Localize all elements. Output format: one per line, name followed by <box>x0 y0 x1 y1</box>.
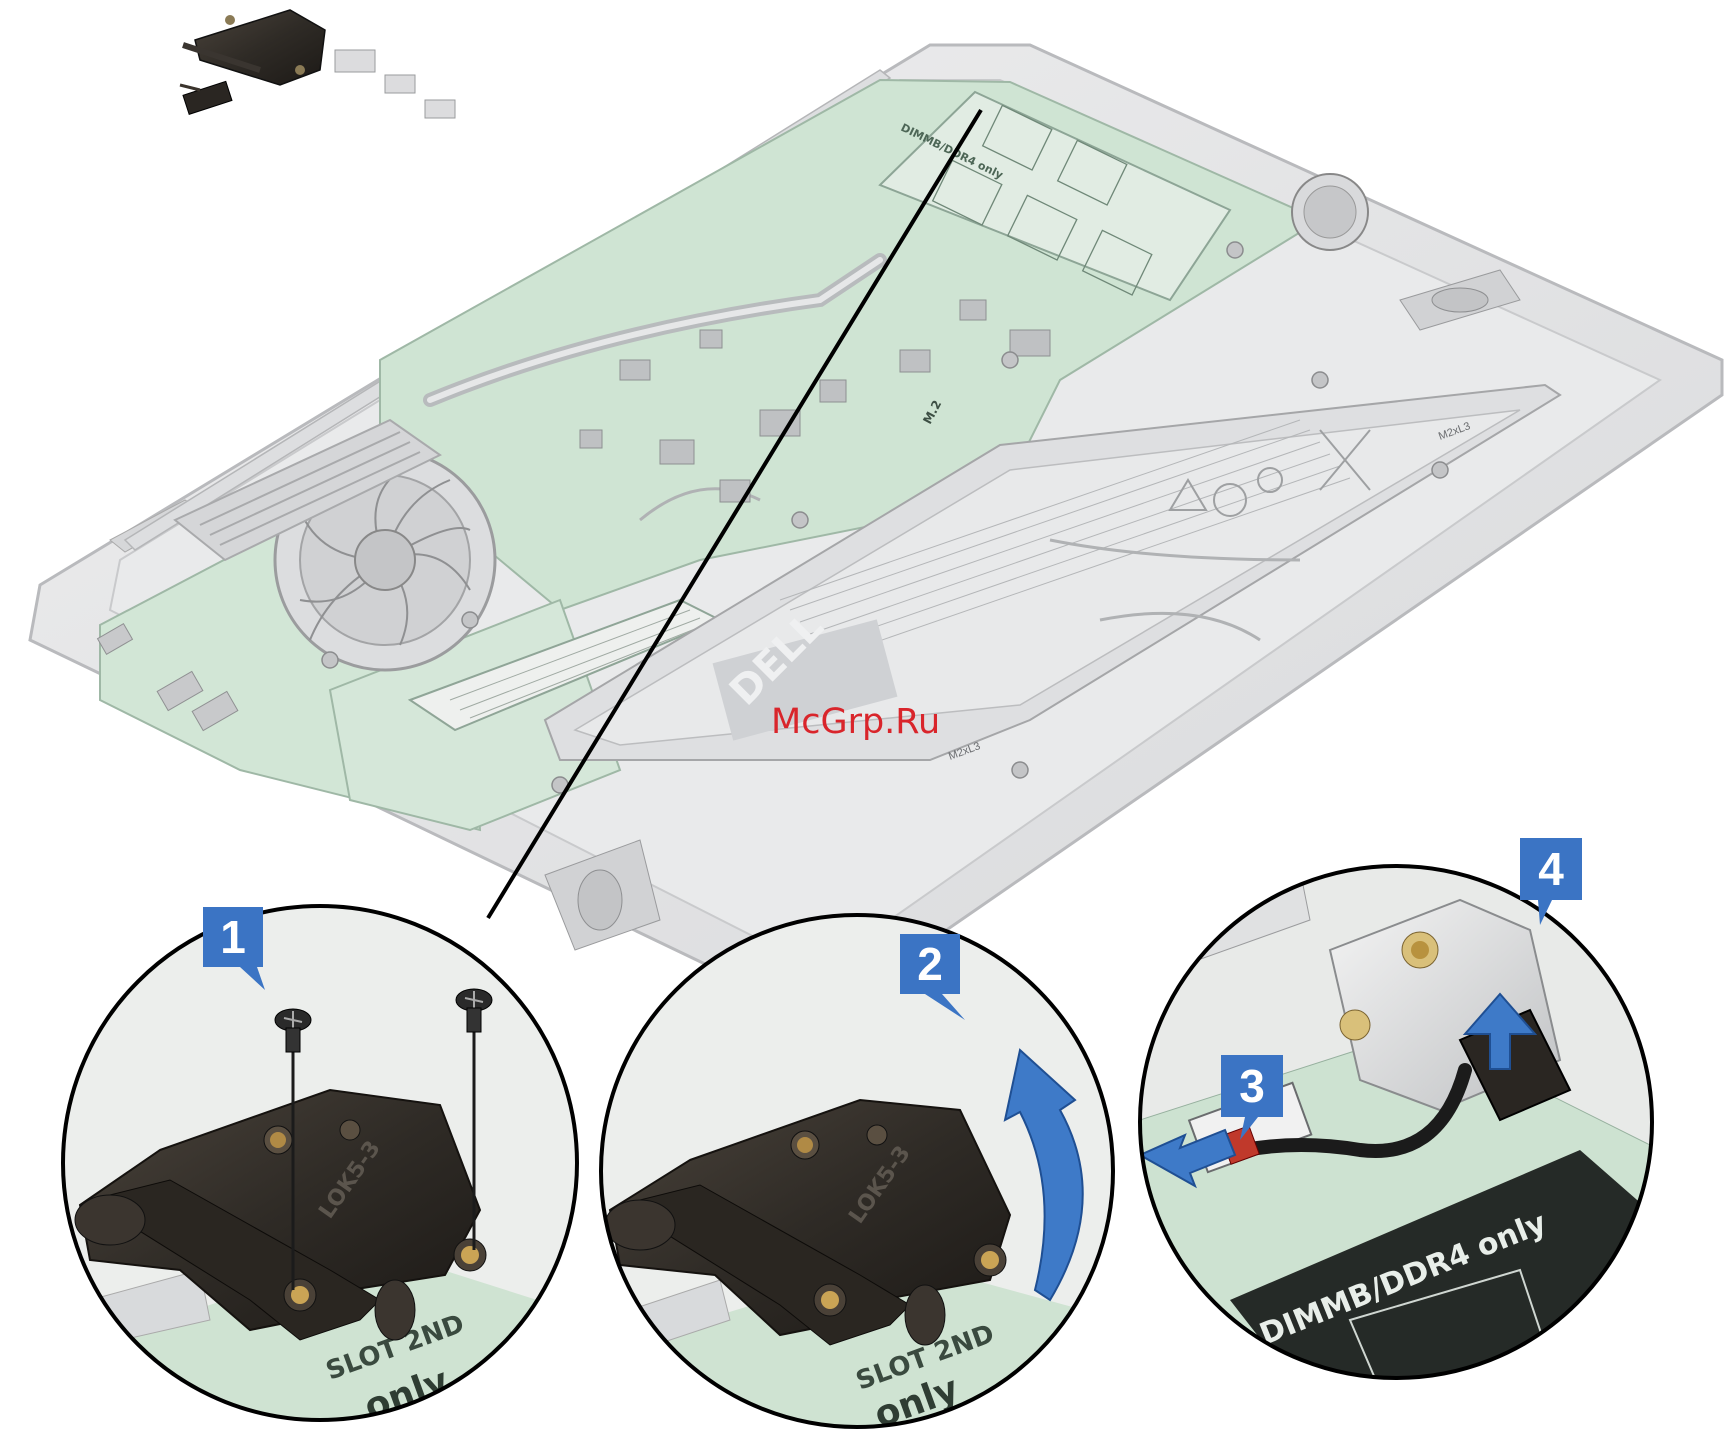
step-number-4: 4 <box>1538 843 1564 895</box>
watermark: McGrp.Ru <box>771 700 971 744</box>
detail-circle-3: DIMMB/DDR4 only <box>1135 860 1660 1390</box>
detail-circle-1: SLOT 2ND only LOK5-3 <box>60 900 600 1440</box>
overview-hinge <box>183 10 325 85</box>
step-number-2: 2 <box>917 938 943 990</box>
laptop-base: DIMMB/DDR4 only M.2 <box>30 10 1722 1000</box>
step-number-3: 3 <box>1239 1060 1265 1112</box>
detail-circle-2: SLOT 2ND only LOK5-3 <box>600 910 1120 1440</box>
step-number-1: 1 <box>220 911 246 963</box>
top-ports <box>335 50 455 118</box>
